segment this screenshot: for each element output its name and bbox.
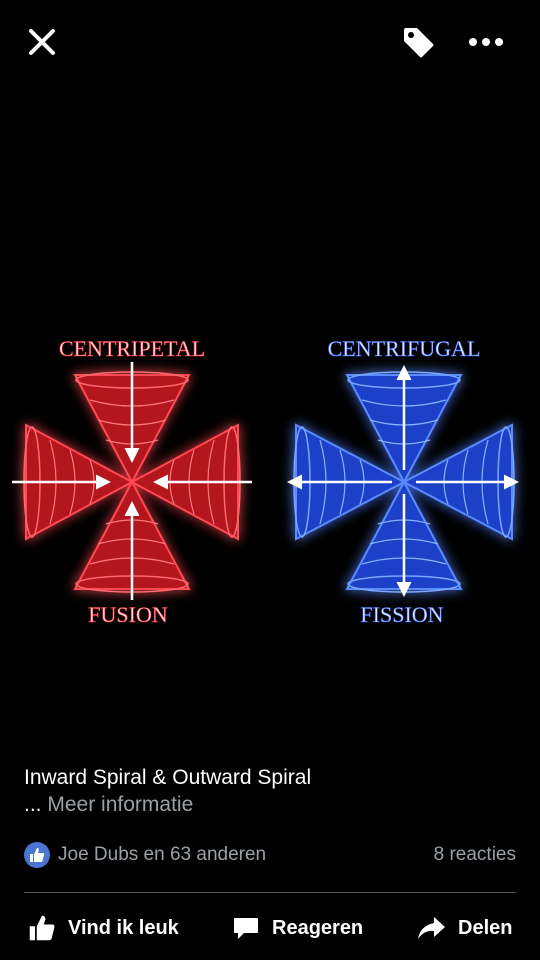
right-subtitle: FISSION (360, 602, 443, 627)
post-caption: Inward Spiral & Outward Spiral ... Meer … (24, 765, 516, 819)
left-title: CENTRIPETAL (59, 336, 205, 361)
share-arrow-icon (418, 917, 445, 939)
tag-icon[interactable] (396, 20, 440, 64)
likes-text: Joe Dubs en 63 anderen (58, 844, 267, 865)
likes-summary[interactable]: Joe Dubs en 63 anderen (24, 842, 266, 868)
action-bar: Vind ik leuk Reageren Delen (0, 900, 540, 956)
share-button[interactable]: Delen (416, 900, 512, 956)
comments-count[interactable]: 8 reacties (433, 844, 516, 865)
reaction-stats: Joe Dubs en 63 anderen 8 reacties (24, 840, 516, 870)
divider (24, 892, 516, 893)
left-subtitle: FUSION (88, 602, 168, 627)
like-button[interactable]: Vind ik leuk (28, 900, 179, 956)
inward-arrows (12, 362, 252, 600)
ellipsis: ... (24, 793, 42, 816)
comment-label: Reageren (272, 916, 364, 939)
caption-text: Inward Spiral & Outward Spiral (24, 766, 312, 789)
outward-arrows (287, 365, 519, 597)
thumbs-up-icon (29, 915, 55, 941)
right-title: CENTRIFUGAL (328, 336, 481, 361)
share-label: Delen (458, 916, 513, 939)
more-info-link[interactable]: ... Meer informatie (24, 791, 516, 819)
thumbs-up-badge-icon (24, 842, 50, 868)
like-label: Vind ik leuk (68, 916, 179, 939)
close-icon[interactable] (22, 22, 62, 62)
top-bar (0, 0, 540, 84)
post-image[interactable]: CENTRIPETAL FUSION CENTRIFUGAL FISSION (0, 300, 540, 660)
comment-button[interactable]: Reageren (232, 900, 363, 956)
more-icon[interactable] (464, 22, 508, 62)
more-info-label: Meer informatie (47, 793, 194, 816)
comment-icon (234, 918, 258, 939)
